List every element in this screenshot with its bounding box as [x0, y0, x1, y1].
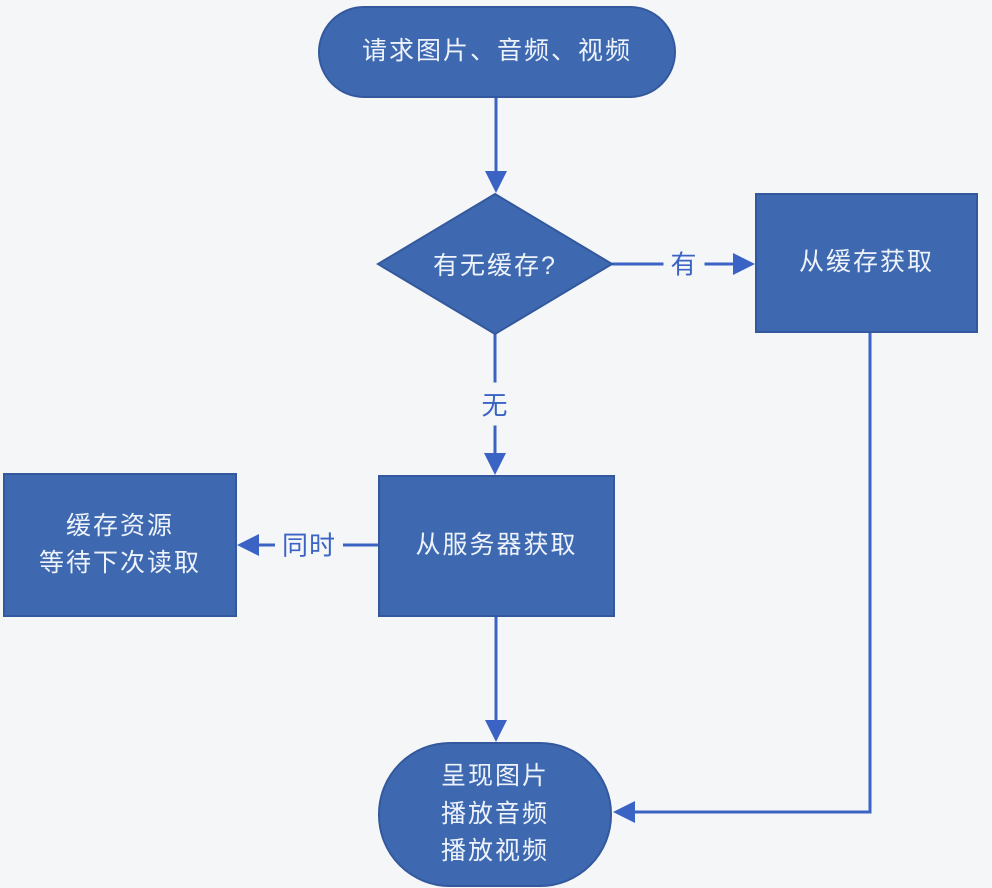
node-cache-resource: 缓存资源 等待下次读取: [3, 473, 237, 617]
node-from-cache-label: 从缓存获取: [798, 248, 934, 277]
node-request-media: 请求图片、音频、视频: [318, 6, 676, 98]
node-cache-decision-label: 有无缓存?: [433, 252, 557, 280]
node-present-media-line-3: 播放视频: [440, 837, 549, 866]
node-from-server-label: 从服务器获取: [415, 531, 578, 560]
node-from-server: 从服务器获取: [378, 475, 615, 617]
arrow-request-to-decision: [485, 98, 507, 193]
node-cache-resource-line-2: 等待下次读取: [38, 549, 201, 577]
node-cache-resource-line-1: 缓存资源: [65, 511, 174, 540]
decision-diamond-shape: [376, 192, 614, 336]
edge-label-simultaneously: 同时: [274, 522, 344, 566]
node-request-media-label: 请求图片、音频、视频: [361, 37, 632, 66]
node-from-cache: 从缓存获取: [755, 193, 978, 333]
edge-label-no: 无: [474, 382, 516, 426]
node-present-media-line-1: 呈现图片: [440, 762, 549, 791]
node-present-media: 呈现图片 播放音频 播放视频: [378, 742, 612, 887]
edge-label-yes: 有: [663, 241, 705, 285]
arrow-from-cache-to-present: [613, 333, 872, 823]
arrow-from-server-to-present: [485, 617, 507, 742]
node-present-media-line-2: 播放音频: [440, 799, 549, 828]
